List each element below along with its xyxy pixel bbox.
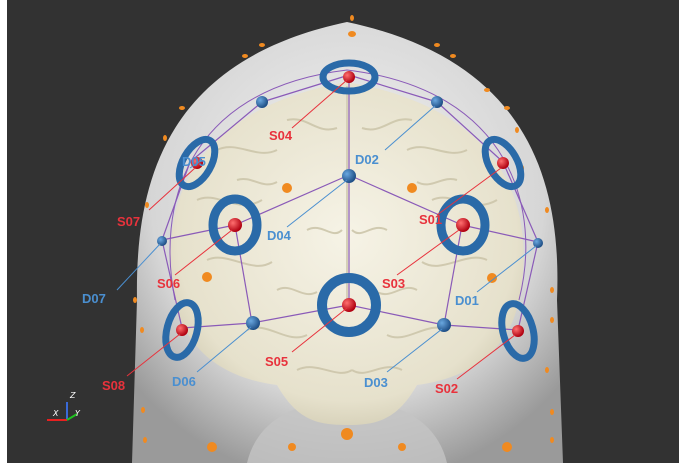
label-S02: S02 <box>435 381 458 396</box>
label-D03: D03 <box>364 375 388 390</box>
label-D01: D01 <box>455 293 479 308</box>
source-S03[interactable] <box>436 194 490 256</box>
source-S06[interactable] <box>208 194 262 256</box>
head-scene: S04 D02 D05 S07 S01 D04 S06 S03 D07 D01 … <box>47 15 563 463</box>
montage-outline <box>169 69 527 301</box>
label-D04: D04 <box>267 228 292 243</box>
label-D05: D05 <box>182 154 206 169</box>
3d-viewport[interactable]: S04 D02 D05 S07 S01 D04 S06 S03 D07 D01 … <box>7 0 679 463</box>
label-leaders <box>116 79 537 380</box>
label-S04: S04 <box>269 128 293 143</box>
label-S07: S07 <box>117 214 140 229</box>
detector-D06[interactable] <box>246 316 260 330</box>
label-S01: S01 <box>419 212 442 227</box>
detector-D02[interactable] <box>342 169 356 183</box>
source-S08[interactable] <box>160 299 203 361</box>
detector-D01[interactable] <box>533 238 543 248</box>
detector-D07[interactable] <box>157 236 167 246</box>
source-S01[interactable] <box>478 133 528 192</box>
orientation-axes-widget: Z X Y <box>47 391 81 421</box>
source-S04[interactable] <box>319 59 379 95</box>
detector-top-left[interactable] <box>256 96 268 108</box>
channel-lines <box>161 74 539 331</box>
source-S02[interactable] <box>496 300 539 362</box>
axis-z-label: Z <box>69 391 76 400</box>
label-S08: S08 <box>102 378 125 393</box>
label-D06: D06 <box>172 374 196 389</box>
detector-D03[interactable] <box>437 318 451 332</box>
label-S06: S06 <box>157 276 180 291</box>
label-D07: D07 <box>82 291 106 306</box>
source-S05[interactable] <box>317 273 381 337</box>
axis-x-label: X <box>52 409 59 418</box>
label-S05: S05 <box>265 354 288 369</box>
axis-y-label: Y <box>75 409 81 418</box>
detector-top-right[interactable] <box>431 96 443 108</box>
label-S03: S03 <box>382 276 405 291</box>
label-D02: D02 <box>355 152 379 167</box>
brain-surface <box>170 82 524 425</box>
